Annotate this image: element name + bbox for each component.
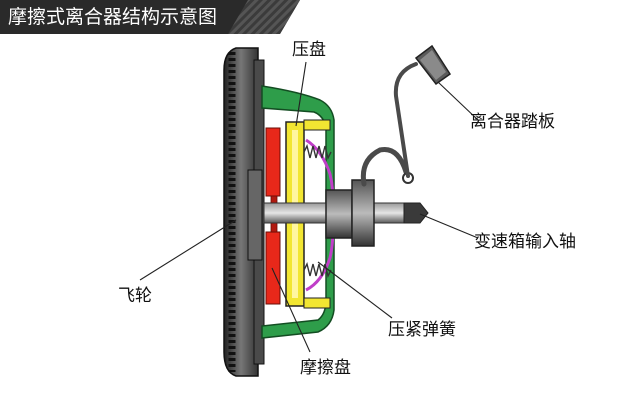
label-pressure-plate: 压盘 (292, 40, 326, 60)
label-friction-disc: 摩擦盘 (300, 358, 351, 378)
leader-lines (139, 61, 479, 353)
label-flywheel: 飞轮 (118, 286, 152, 306)
pedal-linkage (360, 62, 418, 187)
diagram-title: 摩擦式离合器结构示意图 (8, 6, 218, 28)
leader-clutch-pedal (437, 81, 479, 121)
release-bearing (325, 179, 375, 247)
leader-input-shaft (419, 213, 479, 239)
leader-flywheel (139, 219, 237, 281)
pressure-springs (303, 143, 332, 279)
leader-pressure-plate (295, 61, 307, 127)
clutch-pedal (414, 44, 452, 86)
label-clutch-pedal: 离合器踏板 (470, 112, 555, 132)
label-pressure-spring: 压紧弹簧 (388, 320, 456, 340)
flywheel (223, 47, 265, 377)
leader-pressure-spring (317, 261, 393, 319)
title-banner (0, 0, 300, 34)
label-gearbox-input-shaft: 变速箱输入轴 (474, 232, 576, 252)
leader-friction-disc (271, 267, 311, 353)
